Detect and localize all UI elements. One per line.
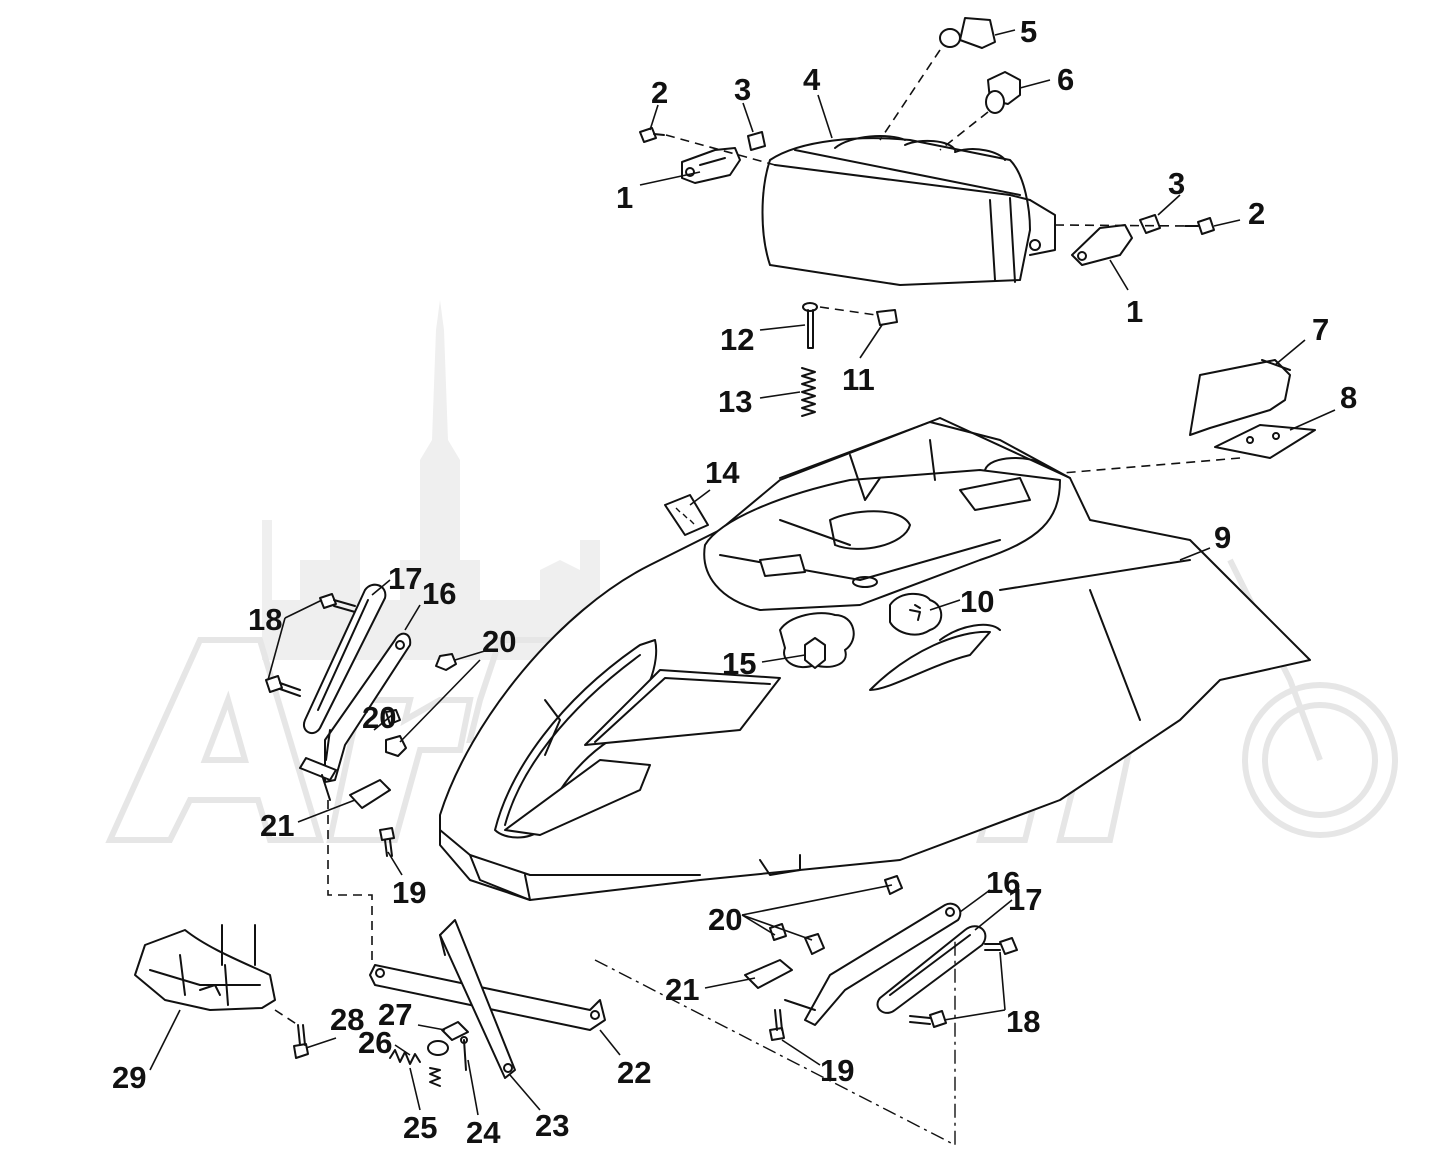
callout-8: 8 <box>1340 380 1357 415</box>
callout-3: 3 <box>1168 166 1185 201</box>
callout-20: 20 <box>362 700 396 735</box>
callout-9: 9 <box>1214 520 1231 555</box>
callout-7: 7 <box>1312 312 1329 347</box>
callout-2: 2 <box>1248 196 1265 231</box>
headlight-bracket-left <box>639 127 776 184</box>
right-hinge-group <box>744 875 1018 1041</box>
callout-4: 4 <box>803 62 821 97</box>
callout-labels: 1 1 2 2 3 3 4 5 6 7 8 9 10 11 12 13 14 1… <box>112 14 1357 1150</box>
callout-15: 15 <box>722 646 756 681</box>
callout-20: 20 <box>708 902 742 937</box>
connection-lines <box>274 800 956 1147</box>
callout-12: 12 <box>720 322 754 357</box>
left-hinge-group <box>265 583 457 857</box>
callout-23: 23 <box>535 1108 569 1143</box>
bulb-socket <box>939 71 1021 151</box>
callout-18: 18 <box>248 602 282 637</box>
callout-28: 28 <box>330 1002 364 1037</box>
bulb <box>879 17 996 141</box>
skid-plate <box>134 924 309 1059</box>
callout-27: 27 <box>378 997 412 1032</box>
vent-insert <box>664 494 709 536</box>
callout-1: 1 <box>1126 294 1143 329</box>
callout-10: 10 <box>960 584 994 619</box>
headlight-assembly <box>761 135 1056 286</box>
callout-17: 17 <box>1008 882 1042 917</box>
callout-3: 3 <box>734 72 751 107</box>
callout-26: 26 <box>358 1025 392 1060</box>
callout-2: 2 <box>651 75 668 110</box>
callout-17: 17 <box>388 561 422 596</box>
callout-5: 5 <box>1020 14 1037 49</box>
callout-21: 21 <box>260 808 294 843</box>
callout-19: 19 <box>820 1053 854 1088</box>
callout-13: 13 <box>718 384 752 419</box>
callout-20: 20 <box>482 624 516 659</box>
callout-6: 6 <box>1057 62 1074 97</box>
callout-16: 16 <box>422 576 456 611</box>
headlight-bracket-right <box>1054 214 1215 266</box>
leader-lines <box>149 29 1336 1116</box>
hood <box>439 417 1311 901</box>
callout-16: 16 <box>986 865 1020 900</box>
pin-clip-spring <box>801 302 898 417</box>
hood-support-frame <box>369 919 606 1087</box>
callout-11: 11 <box>842 362 875 397</box>
callout-21: 21 <box>665 972 699 1007</box>
callout-1: 1 <box>616 180 633 215</box>
callout-18: 18 <box>1006 1004 1040 1039</box>
callout-22: 22 <box>617 1055 651 1090</box>
callout-29: 29 <box>112 1060 146 1095</box>
callout-24: 24 <box>466 1115 501 1150</box>
callout-14: 14 <box>705 455 740 490</box>
callout-25: 25 <box>403 1110 437 1145</box>
callout-19: 19 <box>392 875 426 910</box>
